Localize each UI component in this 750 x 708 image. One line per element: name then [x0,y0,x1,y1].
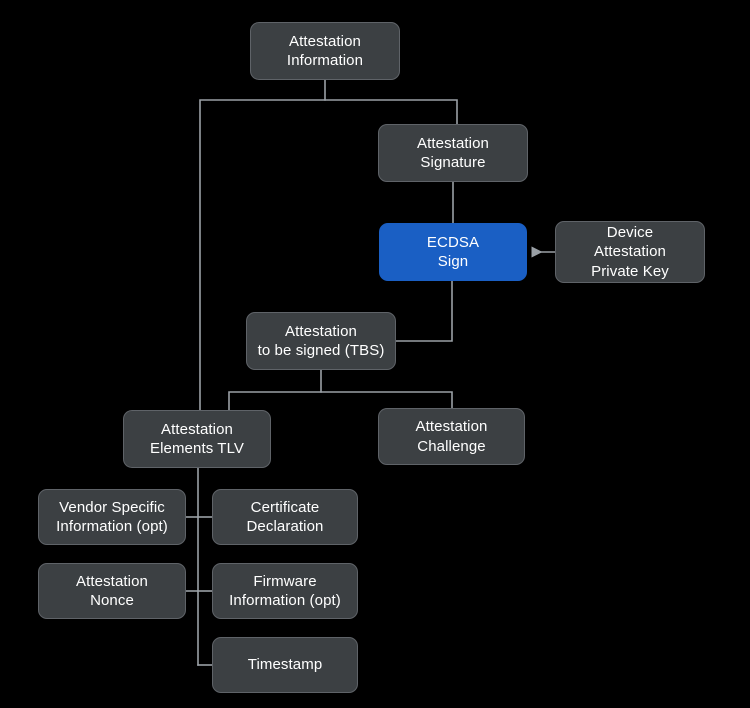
node-certificate-declaration[interactable]: Certificate Declaration [212,489,358,545]
node-device-attestation-private-key[interactable]: Device Attestation Private Key [555,221,705,283]
edge-info-to-signature [324,99,458,125]
node-attestation-information[interactable]: Attestation Information [250,22,400,80]
edge-tbs-to-challenge [320,391,453,409]
node-firmware-information-opt[interactable]: Firmware Information (opt) [212,563,358,619]
edge-ecdsa-to-tbs [395,280,453,342]
node-attestation-to-be-signed-tbs[interactable]: Attestation to be signed (TBS) [246,312,396,370]
node-vendor-specific-information-opt[interactable]: Vendor Specific Information (opt) [38,489,186,545]
node-ecdsa-sign[interactable]: ECDSA Sign [379,223,527,281]
edge-tbs-to-elements [228,369,322,411]
node-attestation-nonce[interactable]: Attestation Nonce [38,563,186,619]
node-attestation-challenge[interactable]: Attestation Challenge [378,408,525,465]
node-timestamp[interactable]: Timestamp [212,637,358,693]
node-attestation-elements-tlv[interactable]: Attestation Elements TLV [123,410,271,468]
node-attestation-signature[interactable]: Attestation Signature [378,124,528,182]
